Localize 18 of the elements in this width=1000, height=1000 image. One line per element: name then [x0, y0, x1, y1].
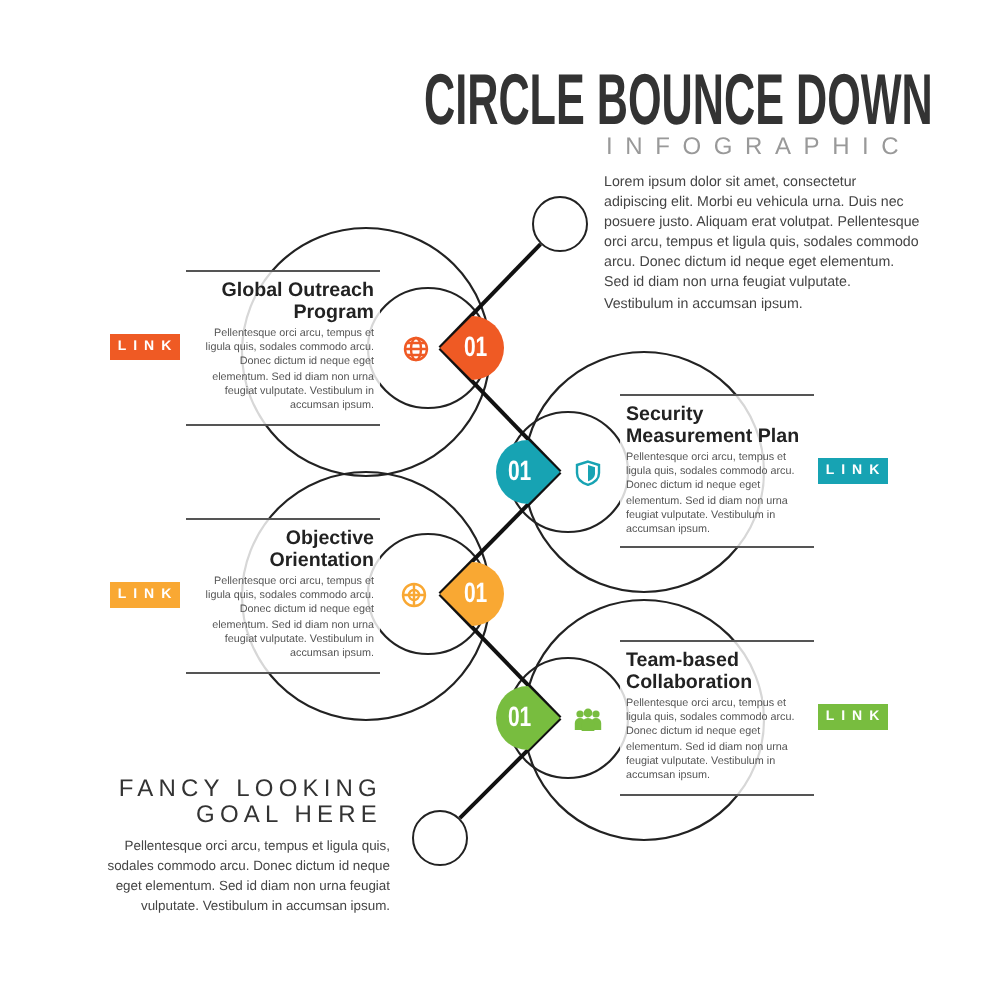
connector-line: [438, 592, 562, 720]
card-heading: Team-based Collaboration: [626, 650, 755, 694]
goal-heading: FANCY LOOKING GOAL HERE: [116, 776, 382, 828]
text-card: [620, 640, 814, 796]
number-badge: 01: [496, 438, 560, 506]
connector-line: [438, 346, 562, 474]
small-circle: [532, 196, 588, 252]
number-badge: 01: [440, 560, 504, 628]
card-heading: Security Measurement Plan: [626, 404, 802, 448]
text-card: [620, 394, 814, 548]
number-badge: 01: [496, 684, 560, 752]
number-badge: 01: [440, 314, 504, 382]
connector-line: [438, 242, 542, 350]
card-heading: Global Outreach Program: [219, 280, 374, 324]
connector-line: [438, 470, 562, 596]
card-heading: Objective Orientation: [267, 528, 374, 572]
small-circle: [412, 810, 468, 866]
connector-line: [458, 716, 562, 820]
